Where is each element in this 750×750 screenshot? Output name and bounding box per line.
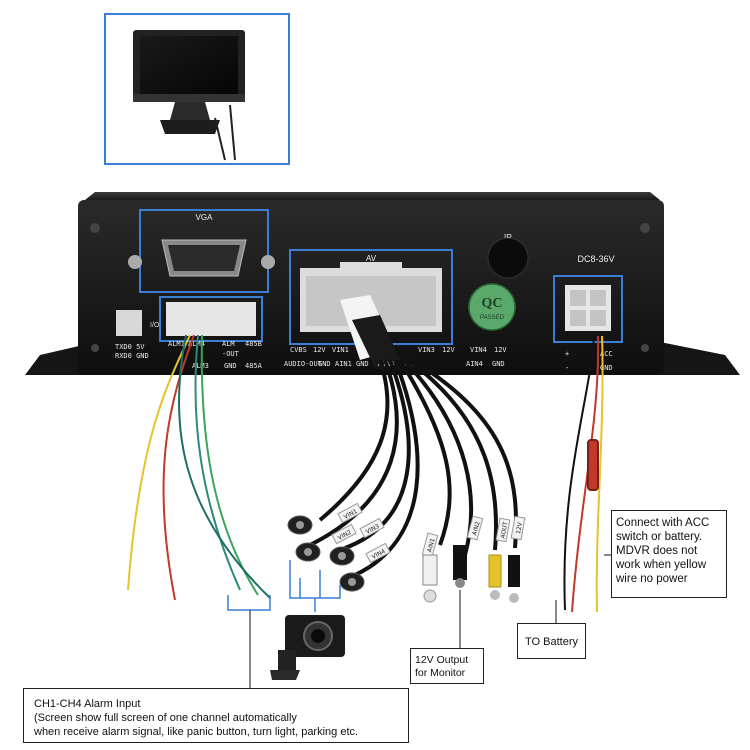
av-pin-bottom-4: GND (356, 360, 369, 368)
rs485b: 485B (245, 340, 262, 348)
power-wires (563, 335, 604, 613)
cable-tag-label: 12V (515, 521, 524, 535)
alarm-line-3: when receive alarm signal, like panic bu… (34, 726, 359, 738)
alarm-wires (127, 334, 271, 601)
qc-label: QC (482, 296, 503, 311)
leader-lines (249, 554, 612, 692)
acc-line-4: work when yellow (616, 559, 707, 571)
power-pin-plus: + (565, 350, 569, 358)
camera-plug-1 (287, 515, 313, 535)
av-label: AV (366, 254, 377, 263)
cable-tag: AOUT (495, 517, 511, 543)
alarm-pin-1: ALM1 (168, 340, 185, 348)
cable-tag-label: AIN2 (471, 520, 481, 536)
cable-tag-label: AIN1 (426, 537, 436, 553)
left-pin-label-2: RXD0 GND (115, 352, 149, 360)
cable-tag: VIN2 (331, 523, 357, 545)
io-port: I/O TXD0 5V RXD0 GND ALM1 ALM4 ALM 485B … (115, 296, 263, 370)
acc-line-5: wire no power (616, 573, 688, 585)
ir-sensor: IR (487, 233, 529, 279)
alarm-out-mid: -OUT (222, 350, 240, 358)
power-port: DC8-36V + - ACC GND (553, 254, 623, 372)
av-pin-top-3: VIN1 (332, 346, 349, 354)
av-port: AV (289, 249, 453, 368)
cable-tag: 12V (510, 515, 526, 541)
alarm-line-2: (Screen show full screen of one channel … (34, 712, 297, 724)
acc-line-2: switch or battery. (616, 531, 703, 543)
alarm-gnd: GND (224, 362, 237, 370)
power-12v-plug (453, 545, 467, 588)
cable-tag-label: AOUT (500, 521, 510, 539)
bracket-lines (227, 560, 341, 612)
av-pin-top-7: 12V (494, 346, 507, 354)
av-pin-top-1: CVBS (290, 346, 307, 354)
cable-tag: AIN1 (421, 532, 439, 558)
monitor-icon (133, 30, 245, 161)
alarm-line-1: CH1-CH4 Alarm Input (34, 698, 141, 710)
alarm-out-top: ALM (222, 340, 235, 348)
av-pin-top-6: VIN4 (470, 346, 487, 354)
alarm-pin-3: ALM3 (192, 362, 209, 370)
rs485a: 485A (245, 362, 263, 370)
qc-passed-label: PASSED (480, 315, 505, 321)
monitor-inset (104, 13, 290, 165)
av-pin-top-5: 12V (442, 346, 455, 354)
power-pin-minus: - (565, 364, 569, 372)
power-pin-gnd: GND (600, 364, 613, 372)
av-pin-bottom-3: AIN1 (335, 360, 352, 368)
av-pin-top-2: 12V (313, 346, 326, 354)
audio-in-yellow-plug (488, 554, 502, 600)
ir-label: IR (504, 233, 512, 242)
av-pin-bottom-7: AIN4 (466, 360, 483, 368)
av-pin-bottom-2: GND (318, 360, 331, 368)
battery-label: TO Battery (525, 636, 578, 648)
cable-tag: AIN2 (466, 515, 484, 541)
io-label: I/O (150, 322, 160, 329)
av-pin-bottom-8: GND (492, 360, 505, 368)
monitor-line-1: 12V Output (415, 654, 469, 666)
monitor-callout: 12V Output for Monitor (410, 648, 484, 684)
audio-out-plug (422, 554, 438, 603)
camera-icon (270, 615, 345, 680)
qc-sticker: QC PASSED (468, 283, 516, 331)
av-harness (309, 358, 519, 577)
av-pin-top-4: VIN3 (418, 346, 435, 354)
camera-plug-3 (329, 546, 355, 566)
camera-plug-4 (339, 572, 365, 592)
camera-plug-2 (295, 542, 321, 562)
power-pin-acc: ACC (600, 350, 613, 358)
monitor-line-2: for Monitor (415, 667, 466, 679)
power-label: DC8-36V (577, 254, 614, 264)
alarm-callout: CH1-CH4 Alarm Input (Screen show full sc… (23, 688, 409, 743)
vga-label: VGA (196, 213, 214, 222)
audio-in-black-plug (508, 555, 520, 603)
battery-callout: TO Battery (517, 623, 586, 659)
acc-line-1: Connect with ACC (616, 517, 710, 529)
acc-callout: Connect with ACC switch or battery. MDVR… (611, 510, 727, 598)
left-pin-label-1: TXD0 5V (115, 343, 145, 351)
vga-port: VGA (128, 209, 275, 293)
av-pin-bottom-1: AUDIO-OUT (284, 360, 323, 368)
acc-line-3: MDVR does not (616, 545, 698, 557)
rca-plugs (287, 515, 520, 603)
